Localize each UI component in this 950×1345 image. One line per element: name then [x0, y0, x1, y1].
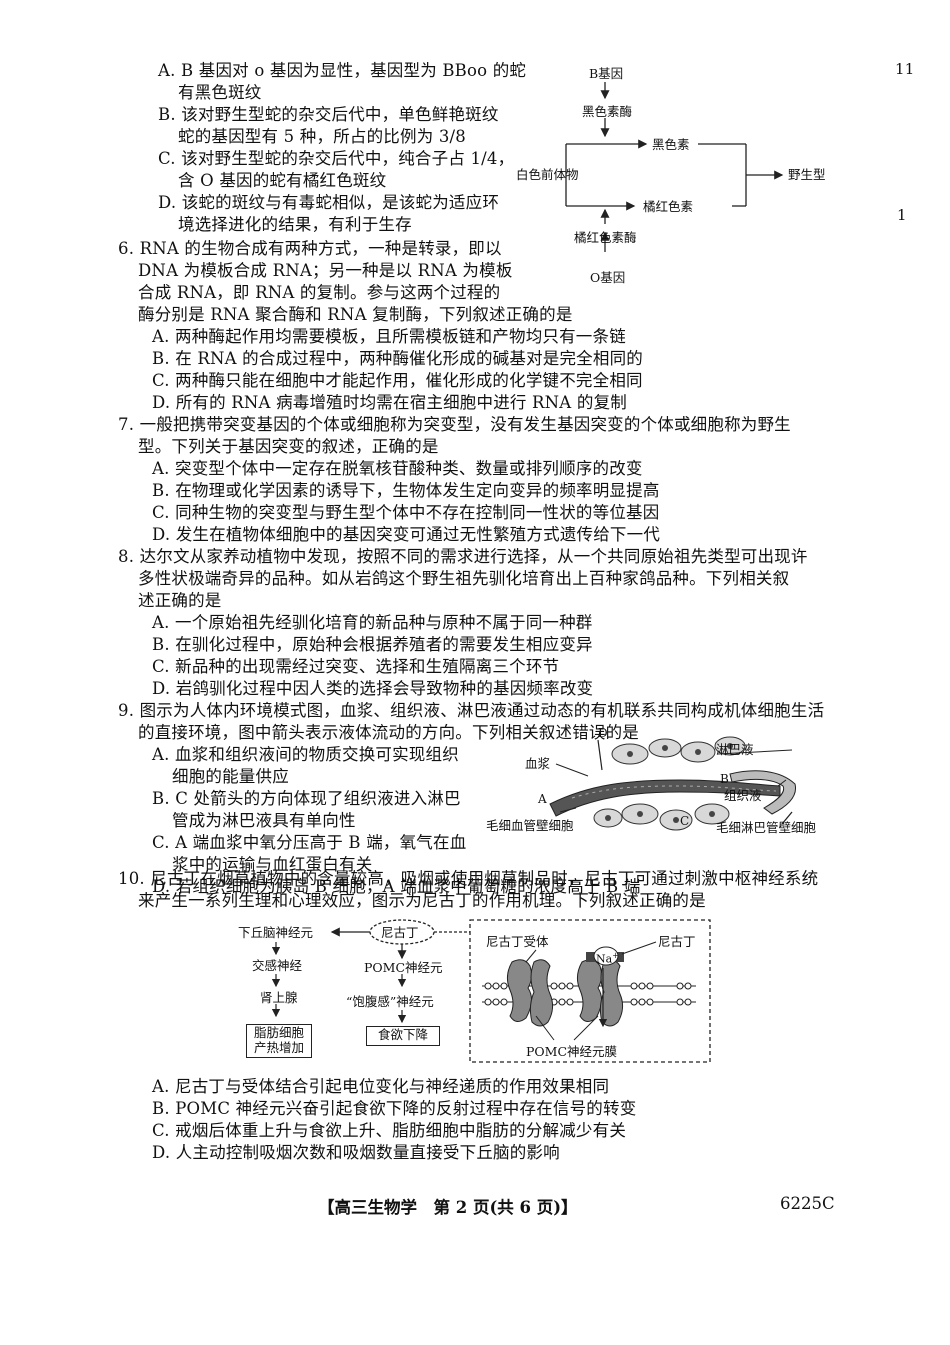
margin-number-top: 11: [895, 60, 915, 78]
q6-option-d: D. 所有的 RNA 病毒增殖时均需在宿主细胞中进行 RNA 的复制: [152, 393, 627, 412]
q5-option-a-cont: 有黑色斑纹: [178, 83, 262, 102]
pomc-neuron-label: POMC神经元: [364, 960, 443, 975]
q8-stem-line-1: 8. 达尔文从家养动植物中发现，按照不同的需求进行选择，从一个共同原始祖先类型可…: [118, 547, 808, 566]
internal-environment-figure: D 血浆 淋巴液 A B 组织液 C 毛细血管壁细胞 毛细淋巴管壁细胞: [480, 724, 840, 842]
q9-option-a-cont: 细胞的能量供应: [172, 767, 289, 786]
q10-option-a: A. 尼古丁与受体结合引起电位变化与神经递质的作用效果相同: [152, 1077, 610, 1096]
q5-option-d-cont: 境选择进化的结果，有利于生存: [178, 215, 412, 234]
q9-option-a: A. 血浆和组织液间的物质交换可实现组织: [152, 745, 459, 764]
q8-option-c: C. 新品种的出现需经过突变、选择和生殖隔离三个环节: [152, 657, 560, 676]
tissue-fluid-label: 组织液: [724, 788, 762, 803]
sodium-ion-label: Na+: [596, 951, 619, 966]
q9-stem-line-1: 9. 图示为人体内环境模式图，血浆、组织液、淋巴液通过动态的有机联系共同构成机体…: [118, 701, 825, 720]
q10-stem-line-2: 来产生一系列生理和心理效应，图示为尼古丁的作用机理。下列叙述正确的是: [138, 891, 706, 910]
pathway-arrows: [565, 82, 784, 252]
q6-option-a: A. 两种酶起作用均需要模板，且所需模板链和产物均只有一条链: [152, 327, 626, 346]
appetite-box: 食欲下降: [366, 1026, 440, 1046]
hypothalamus-neuron-label: 下丘脑神经元: [238, 925, 314, 940]
q7-option-c: C. 同种生物的突变型与野生型个体中不存在控制同一性状的等位基因: [152, 503, 660, 522]
q6-option-b: B. 在 RNA 的合成过程中，两种酶催化形成的碱基对是完全相同的: [152, 349, 643, 368]
q8-option-a: A. 一个原始祖先经驯化培育的新品种与原种不属于同一种群: [152, 613, 593, 632]
q5-option-c: C. 该对野生型蛇的杂交后代中，纯合子占 1/4，: [158, 149, 515, 168]
fat-cell-label: 脂肪细胞: [253, 1025, 304, 1040]
figure-label-d: D: [598, 726, 608, 740]
figure-label-a: A: [538, 792, 547, 806]
nicotine-mechanism-figure: 下丘脑神经元 尼古丁 交感神经 POMC神经元 肾上腺 “饱腹感”神经元 脂肪细…: [236, 916, 716, 1072]
q5-option-b-cont: 蛇的基因型有 5 种，所占的比例为 3/8: [178, 127, 466, 146]
margin-number-middle: 1: [897, 206, 907, 224]
wild-type-label: 野生型: [788, 167, 826, 182]
black-pigment-label: 黑色素: [652, 137, 690, 152]
black-enzyme-label: 黑色素酶: [582, 104, 633, 119]
q5-option-a: A. B 基因对 o 基因为显性，基因型为 BBoo 的蛇: [158, 61, 527, 80]
precursor-label: 白色前体物: [516, 167, 579, 182]
q9-option-c: C. A 端血浆中氧分压高于 B 端，氧气在血: [152, 833, 467, 852]
q8-option-b: B. 在驯化过程中，原始种会根据养殖者的需要发生相应变异: [152, 635, 593, 654]
q7-option-a: A. 突变型个体中一定存在脱氧核苷酸种类、数量或排列顺序的改变: [152, 459, 643, 478]
q10-option-d: D. 人主动控制吸烟次数和吸烟数量直接受下丘脑的影响: [152, 1143, 560, 1162]
figure-label-b: B: [720, 772, 729, 786]
q10-option-c: C. 戒烟后体重上升与食欲上升、脂肪细胞中脂肪的分解减少有关: [152, 1121, 627, 1140]
q9-option-b: B. C 处箭头的方向体现了组织液进入淋巴: [152, 789, 461, 808]
q7-stem-line-2: 型。下列关于基因突变的叙述，正确的是: [138, 437, 439, 456]
q6-stem-line-2: DNA 为模板合成 RNA；另一种是以 RNA 为模板: [138, 261, 513, 280]
q10-option-b: B. POMC 神经元兴奋引起食欲下降的反射过程中存在信号的转变: [152, 1099, 637, 1118]
q8-stem-line-2: 多性状极端奇异的品种。如从岩鸽这个野生祖先驯化培育出上百种家鸽品种。下列相关叙: [138, 569, 790, 588]
q9-stem-line-2: 的直接环境，图中箭头表示液体流动的方向。下列相关叙述错误的是: [138, 723, 639, 742]
q9-option-b-cont: 管成为淋巴液具有单向性: [172, 811, 356, 830]
nicotine-label: 尼古丁: [381, 925, 419, 940]
capillary-cell-label: 毛细血管壁细胞: [486, 818, 574, 833]
plasma-label: 血浆: [525, 756, 551, 771]
pigment-pathway-diagram: B基因 黑色素酶 黑色素 白色前体物 野生型 橘红色素 橘红色素酶 O基因: [510, 60, 840, 290]
q8-option-d: D. 岩鸽驯化过程中因人类的选择会导致物种的基因频率改变: [152, 679, 594, 698]
q7-stem-line-1: 7. 一般把携带突变基因的个体或细胞称为突变型，没有发生基因突变的个体或细胞称为…: [118, 415, 791, 434]
tissue-illustration: [549, 736, 797, 831]
q7-option-d: D. 发生在植物体细胞中的基因突变可通过无性繁殖方式遗传给下一代: [152, 525, 661, 544]
q6-stem-line-4: 酶分别是 RNA 聚合酶和 RNA 复制酶，下列叙述正确的是: [138, 305, 573, 324]
sympathetic-nerve-label: 交感神经: [252, 958, 303, 973]
orange-enzyme-label: 橘红色素酶: [574, 230, 637, 245]
lymph-capillary-cell-label: 毛细淋巴管壁细胞: [716, 820, 817, 835]
orange-pigment-label: 橘红色素: [643, 199, 694, 214]
fat-cell-box: 脂肪细胞 产热增加: [246, 1024, 312, 1058]
q6-stem-line-1: 6. RNA 的生物合成有两种方式，一种是转录，即以: [118, 239, 502, 258]
q6-option-c: C. 两种酶只能在细胞中才能起作用，催化形成的化学键不完全相同: [152, 371, 643, 390]
adrenal-label: 肾上腺: [260, 990, 298, 1005]
o-gene-label: O基因: [590, 270, 626, 285]
appetite-label: 食欲下降: [377, 1027, 428, 1042]
nicotine-receptor-label: 尼古丁受体: [486, 934, 549, 949]
lymph-label: 淋巴液: [716, 742, 754, 757]
q5-option-b: B. 该对野生型蛇的杂交后代中，单色鲜艳斑纹: [158, 105, 499, 124]
q5-option-d: D. 该蛇的斑纹与有毒蛇相似，是该蛇为适应环: [158, 193, 500, 212]
satiety-neuron-label: “饱腹感”神经元: [346, 994, 434, 1009]
q10-stem-line-1: 10. 尼古丁在烟草植物中的含量较高，吸烟或使用烟草制品时，尼古丁可通过刺激中枢…: [118, 869, 819, 888]
figure-label-c: C: [680, 814, 690, 828]
page-footer-code: 6225C: [780, 1194, 835, 1213]
q9-option-d: D. 若组织细胞为胰岛 B 细胞，A 端血浆中葡萄糖的浓度高于 B 端: [152, 877, 641, 896]
page-footer-title: 【高三生物学 第 2 页(共 6 页)】: [318, 1198, 578, 1217]
nicotine-label-2: 尼古丁: [658, 934, 696, 949]
q6-stem-line-3: 合成 RNA，即 RNA 的复制。参与这两个过程的: [138, 283, 501, 302]
q7-option-b: B. 在物理或化学因素的诱导下，生物体发生定向变异的频率明显提高: [152, 481, 660, 500]
b-gene-label: B基因: [589, 66, 624, 81]
pomc-membrane-label: POMC神经元膜: [526, 1044, 618, 1059]
q9-option-c-cont: 浆中的运输与血红蛋白有关: [172, 855, 373, 874]
q5-option-c-cont: 含 O 基因的蛇有橘红色斑纹: [178, 171, 387, 190]
nicotine-figure-lines: [271, 919, 711, 1063]
q8-stem-line-3: 述正确的是: [138, 591, 222, 610]
fat-heat-label: 产热增加: [253, 1040, 304, 1055]
